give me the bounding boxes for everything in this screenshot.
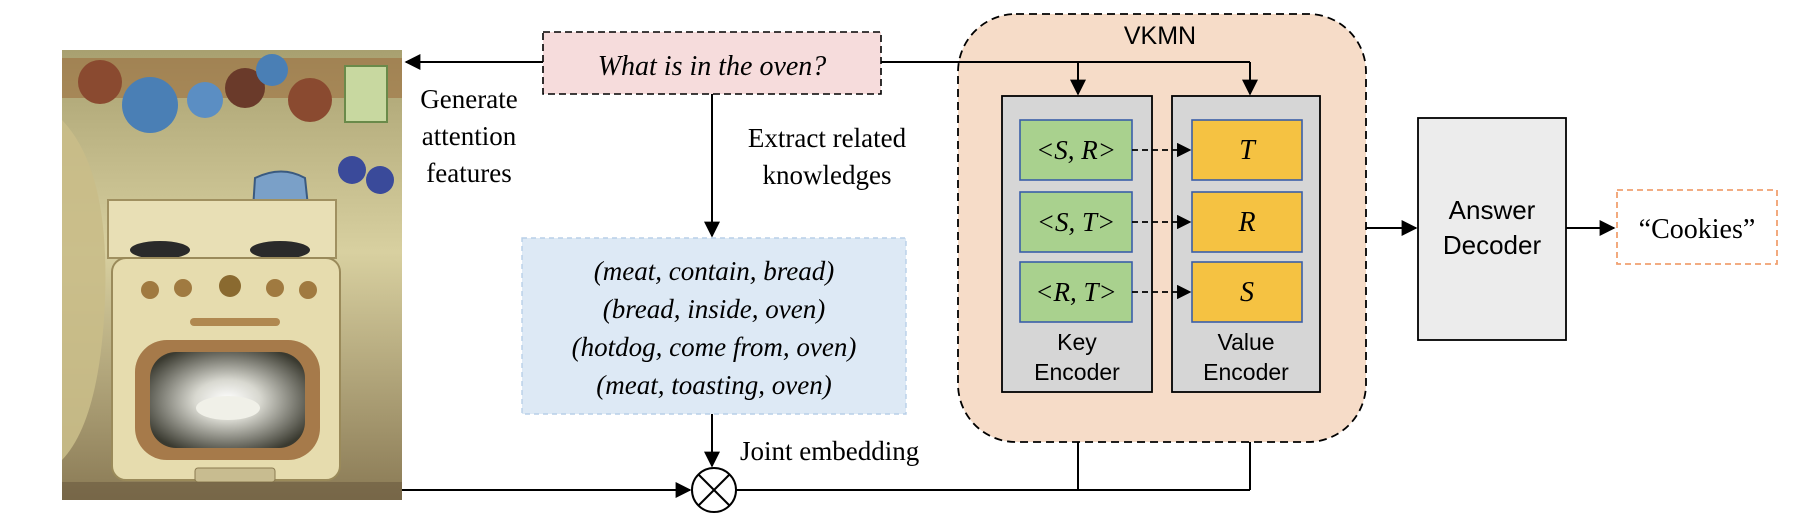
value-slot [1191,191,1303,253]
value-slot-label: R [1237,207,1255,238]
label-attention: attention [422,121,517,151]
label-joint-embedding: Joint embedding [740,436,919,466]
joint-embedding-otimes-icon [691,467,737,513]
value-slot [1191,119,1303,181]
knowledge-triple: (bread, inside, oven) [603,294,825,324]
value-encoder: T R S Value Encoder [1171,95,1321,393]
value-slot-label: T [1239,135,1257,166]
key-encoder-label: Encoder [1034,359,1120,385]
label-extract: Extract related [748,123,907,153]
value-encoder-label: Encoder [1203,359,1289,385]
key-slot-label: <R, T> [1035,277,1116,307]
decoder-label: Answer [1449,195,1536,225]
answer-text: “Cookies” [1639,214,1756,245]
vkmn-title: VKMN [1124,22,1196,50]
value-slot-label: S [1240,277,1254,308]
question-text: What is in the oven? [598,51,827,82]
key-slot [1019,119,1133,181]
key-slot [1019,191,1133,253]
value-encoder-label: Value [1217,329,1274,355]
answer-decoder: Answer Decoder [1417,117,1567,341]
decoder-label: Decoder [1443,230,1542,260]
label-knowledges: knowledges [763,160,892,190]
label-features: features [426,158,511,188]
label-generate: Generate [420,84,517,114]
knowledge-triple: (meat, toasting, oven) [596,370,831,400]
knowledge-box: (meat, contain, bread) (bread, inside, o… [521,237,907,415]
question-box: What is in the oven? [542,31,882,95]
key-encoder-label: Key [1057,329,1097,355]
key-slot [1019,261,1133,323]
key-slot-label: <S, T> [1037,207,1115,237]
key-slot-label: <S, R> [1036,135,1116,165]
answer-box: “Cookies” [1616,189,1778,265]
knowledge-triple: (hotdog, come from, oven) [572,332,857,362]
knowledge-triple: (meat, contain, bread) [594,256,834,286]
key-encoder: <S, R> <S, T> <R, T> Key Encoder [1001,95,1153,393]
value-slot [1191,261,1303,323]
kitchen-oven-photo [62,50,402,500]
